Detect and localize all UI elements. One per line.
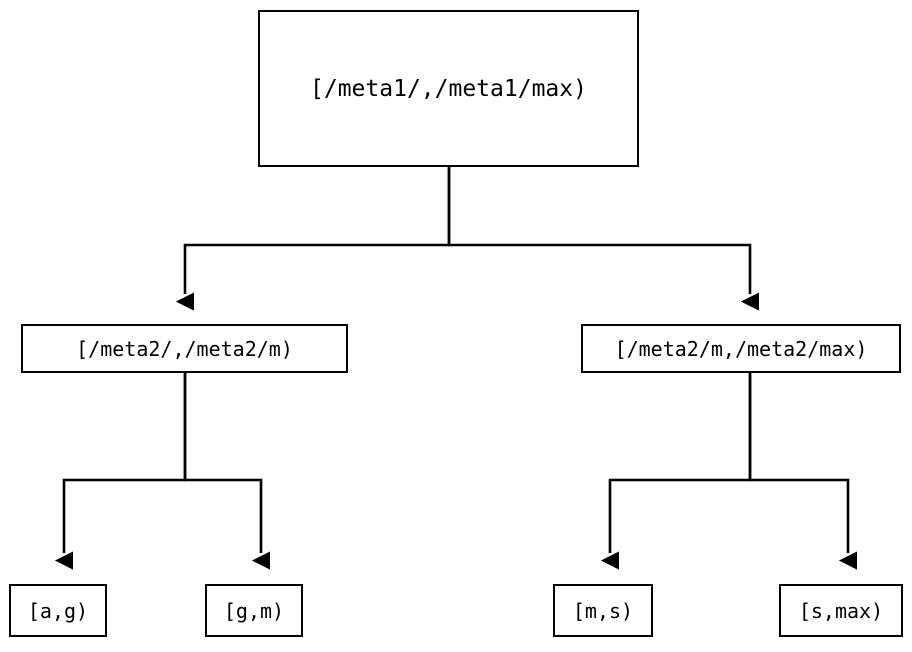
tree-node-leaf-g-m-label: [g,m) <box>223 598 285 623</box>
tree-node-root[interactable]: [/meta1/,/meta1/max) <box>258 10 639 167</box>
edge-mid-right-to-leaf-smax <box>748 373 858 570</box>
tree-node-leaf-a-g-label: [a,g) <box>27 598 89 623</box>
tree-node-root-label: [/meta1/,/meta1/max) <box>310 75 587 102</box>
tree-node-leaf-m-s-label: [m,s) <box>572 598 634 623</box>
tree-node-mid-left-label: [/meta2/,/meta2/m) <box>76 336 293 361</box>
tree-node-leaf-m-s[interactable]: [m,s) <box>553 584 653 637</box>
tree-node-leaf-s-max[interactable]: [s,max) <box>779 584 903 637</box>
tree-node-mid-right-label: [/meta2/m,/meta2/max) <box>614 336 868 361</box>
tree-node-mid-left[interactable]: [/meta2/,/meta2/m) <box>21 324 348 373</box>
tree-node-leaf-s-max-label: [s,max) <box>798 598 884 623</box>
edge-mid-left-to-leaf-ag <box>54 373 187 570</box>
edge-root-to-mid-right <box>447 167 760 311</box>
tree-node-mid-right[interactable]: [/meta2/m,/meta2/max) <box>581 324 901 373</box>
tree-node-leaf-g-m[interactable]: [g,m) <box>205 584 303 637</box>
edge-root-to-mid-left <box>175 167 451 311</box>
edge-mid-right-to-leaf-ms <box>600 373 752 570</box>
edge-mid-left-to-leaf-gm <box>183 373 271 570</box>
tree-node-leaf-a-g[interactable]: [a,g) <box>9 584 107 637</box>
